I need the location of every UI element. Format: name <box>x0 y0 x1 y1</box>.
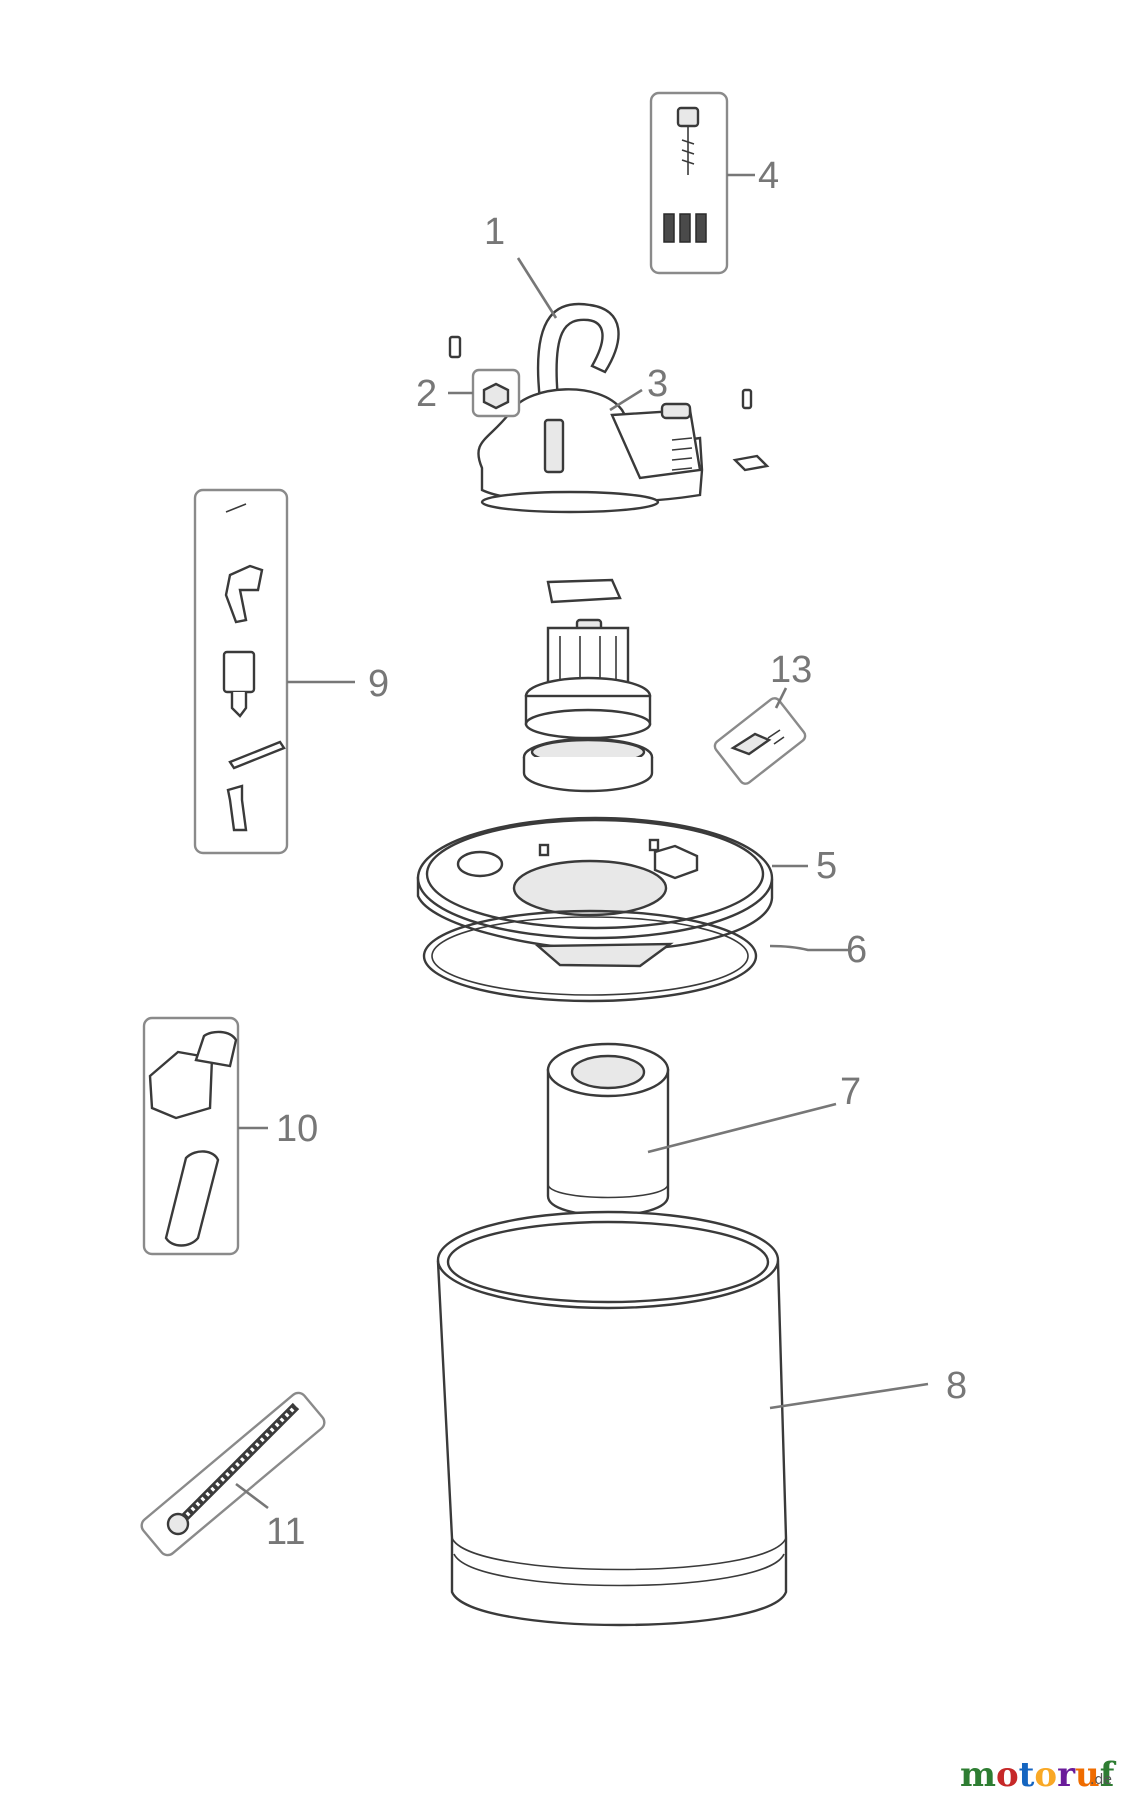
watermark-letter: t <box>1019 1755 1035 1795</box>
part-6-seal: 6 <box>422 909 867 1003</box>
label-6: 6 <box>846 929 867 971</box>
label-7: 7 <box>840 1071 861 1113</box>
part-13-switch-part: 13 <box>713 649 812 785</box>
part-4-screw-spring-kit: 4 <box>649 91 779 275</box>
watermark-suffix: .de <box>1090 1772 1112 1788</box>
part-2-switch: 2 <box>416 368 521 418</box>
watermark-letter: o <box>996 1755 1019 1795</box>
part-10-nozzle-kit: 10 <box>142 1016 318 1256</box>
label-1: 1 <box>484 211 505 253</box>
label-9: 9 <box>368 663 389 705</box>
svg-text:motoruf: motoruf <box>960 1755 1117 1795</box>
part-5-lid: 5 <box>416 816 837 952</box>
watermark-letter: u <box>1075 1755 1100 1795</box>
part-7-filter: 7 <box>546 1042 861 1217</box>
label-13: 13 <box>770 649 812 691</box>
label-3: 3 <box>647 363 668 405</box>
watermark-letter: r <box>1057 1755 1076 1795</box>
motoruf-watermark-logo: motoruf .de <box>960 1755 1117 1795</box>
label-4: 4 <box>758 155 779 197</box>
label-10: 10 <box>276 1108 318 1150</box>
label-2: 2 <box>416 373 437 415</box>
motor-assembly <box>522 578 654 793</box>
part-9-small-parts-kit: 9 <box>193 488 389 855</box>
part-3-motor-head: 3 <box>448 335 770 514</box>
label-5: 5 <box>816 845 837 887</box>
watermark-letter: m <box>960 1755 996 1795</box>
part-11-long-screw: 11 <box>140 1391 326 1557</box>
label-8: 8 <box>946 1365 967 1407</box>
label-11: 11 <box>266 1511 305 1553</box>
watermark-letter: o <box>1034 1755 1057 1795</box>
part-8-container: 8 <box>436 1210 967 1627</box>
watermark-letter: f <box>1100 1755 1117 1795</box>
part-1-handle: 1 <box>484 211 620 402</box>
